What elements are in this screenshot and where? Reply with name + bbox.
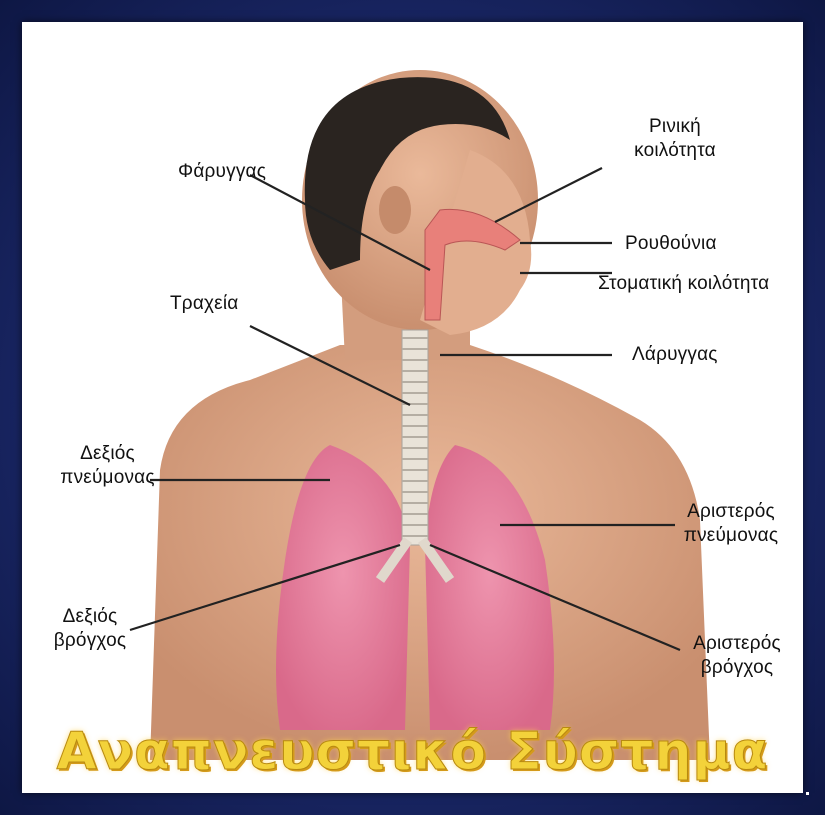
diagram-title: Αναπνευστικό Σύστημα xyxy=(0,722,825,782)
label-right-bronchus: Δεξιός βρόγχος xyxy=(50,605,130,653)
label-left-bronchus: Αριστερός βρόγχος xyxy=(682,632,792,680)
ear xyxy=(379,186,411,234)
label-left-lung: Αριστερός πνεύμονας xyxy=(676,500,786,548)
trachea-rings xyxy=(402,330,428,545)
corner-dot xyxy=(806,792,809,795)
label-nasal-cavity: Ρινική κοιλότητα xyxy=(625,115,725,163)
label-nostrils: Ρουθούνια xyxy=(625,232,717,256)
label-oral-cavity: Στοματική κοιλότητα xyxy=(598,272,769,296)
label-pharynx: Φάρυγγας xyxy=(178,160,266,184)
label-larynx: Λάρυγγας xyxy=(632,343,718,367)
label-right-lung: Δεξιός πνεύμονας xyxy=(55,442,160,490)
label-trachea: Τραχεία xyxy=(170,292,238,316)
